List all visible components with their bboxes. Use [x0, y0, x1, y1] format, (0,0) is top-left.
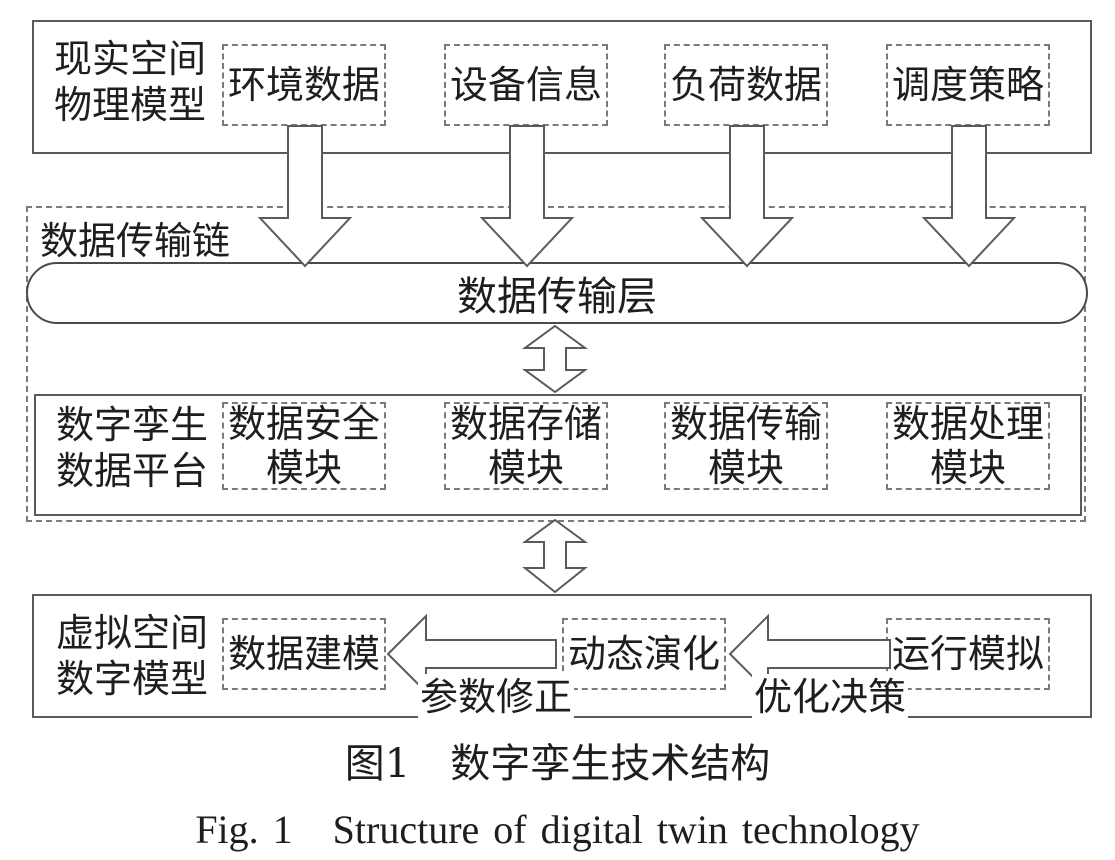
module-data-security: 数据安全 模块: [222, 402, 386, 490]
down-arrow-strategy: [921, 125, 1017, 268]
platform-title: 数字孪生 数据平台: [56, 403, 209, 493]
arrow-label-parameter-correction: 参数修正: [418, 674, 575, 720]
left-arrow-optimization-decision: [728, 613, 891, 695]
virtual-item-data-modeling: 数据建模: [222, 618, 386, 690]
physical-space-title: 现实空间 物理模型: [54, 37, 207, 127]
physical-item-device-info: 设备信息: [444, 44, 608, 126]
physical-item-dispatch-strategy: 调度策略: [886, 44, 1050, 126]
arrow-label-optimization-decision: 优化决策: [752, 674, 909, 720]
module-data-transmission: 数据传输 模块: [664, 402, 828, 490]
down-arrow-environment: [257, 125, 353, 268]
module-data-storage: 数据存储 模块: [444, 402, 608, 490]
down-arrow-device: [479, 125, 575, 268]
virtual-space-title: 虚拟空间 数字模型: [56, 611, 209, 701]
module-data-processing: 数据处理 模块: [886, 402, 1050, 490]
figure-caption-english: Fig. 1 Structure of digital twin technol…: [195, 807, 920, 852]
bidirectional-arrow-layer-platform: [521, 324, 589, 394]
physical-item-environment-data: 环境数据: [222, 44, 386, 126]
data-transmission-layer: 数据传输层: [26, 262, 1088, 324]
data-chain-title: 数据传输链: [40, 218, 237, 264]
left-arrow-parameter-correction: [386, 613, 557, 695]
virtual-item-operation-simulation: 运行模拟: [886, 618, 1050, 690]
down-arrow-load: [699, 125, 795, 268]
bidirectional-arrow-platform-virtual: [521, 518, 589, 594]
virtual-item-dynamic-evolution: 动态演化: [562, 618, 726, 690]
figure-caption-chinese: 图1 数字孪生技术结构: [344, 741, 771, 787]
